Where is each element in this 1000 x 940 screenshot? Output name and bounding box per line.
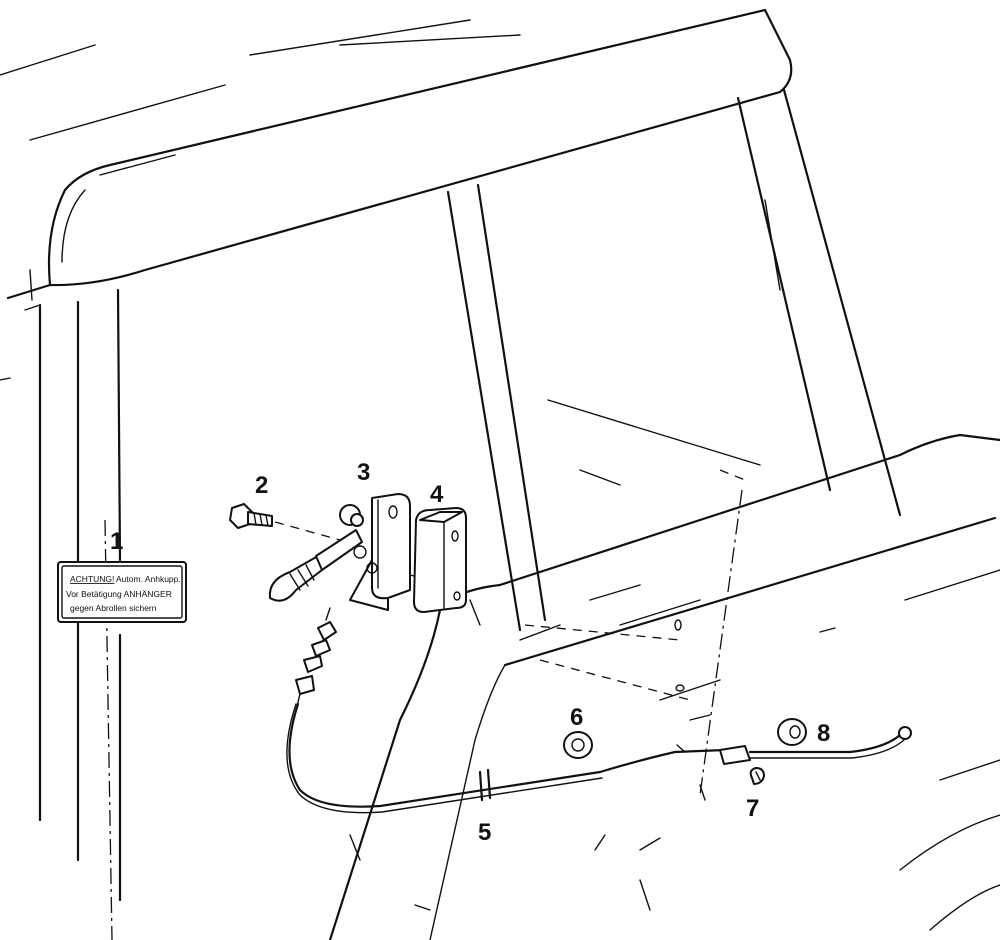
callout-1: 1 <box>110 528 123 555</box>
callout-2: 2 <box>255 472 268 499</box>
part-4-guide-block <box>413 507 467 613</box>
part-6-grommet <box>563 731 593 759</box>
decal-line1-b: Autom. Anhkupp. <box>116 574 181 584</box>
part-5-release-cable <box>286 607 912 814</box>
callout-6: 6 <box>570 704 583 731</box>
part-8-grommet <box>777 718 807 746</box>
part-3-release-lever-bracket <box>268 493 419 611</box>
part-1-warning-decal: ACHTUNG! Autom. Anhkupp. Vor Betätigung … <box>57 561 187 623</box>
callout-8: 8 <box>817 720 830 747</box>
callout-4: 4 <box>430 481 444 508</box>
decal-line3: gegen Abrollen sichern <box>70 603 157 613</box>
part-7-clip <box>749 767 765 785</box>
callout-5: 5 <box>478 819 491 846</box>
part-2-bolt <box>229 503 341 541</box>
callout-7: 7 <box>746 795 759 822</box>
callout-labels: 1 2 3 4 5 6 7 8 <box>110 459 830 846</box>
callout-3: 3 <box>357 459 370 486</box>
decal-line2: Vor Betätigung ANHÄNGER <box>66 589 172 599</box>
cab-outline <box>0 8 1000 940</box>
decal-line1-a: ACHTUNG! <box>70 574 114 584</box>
